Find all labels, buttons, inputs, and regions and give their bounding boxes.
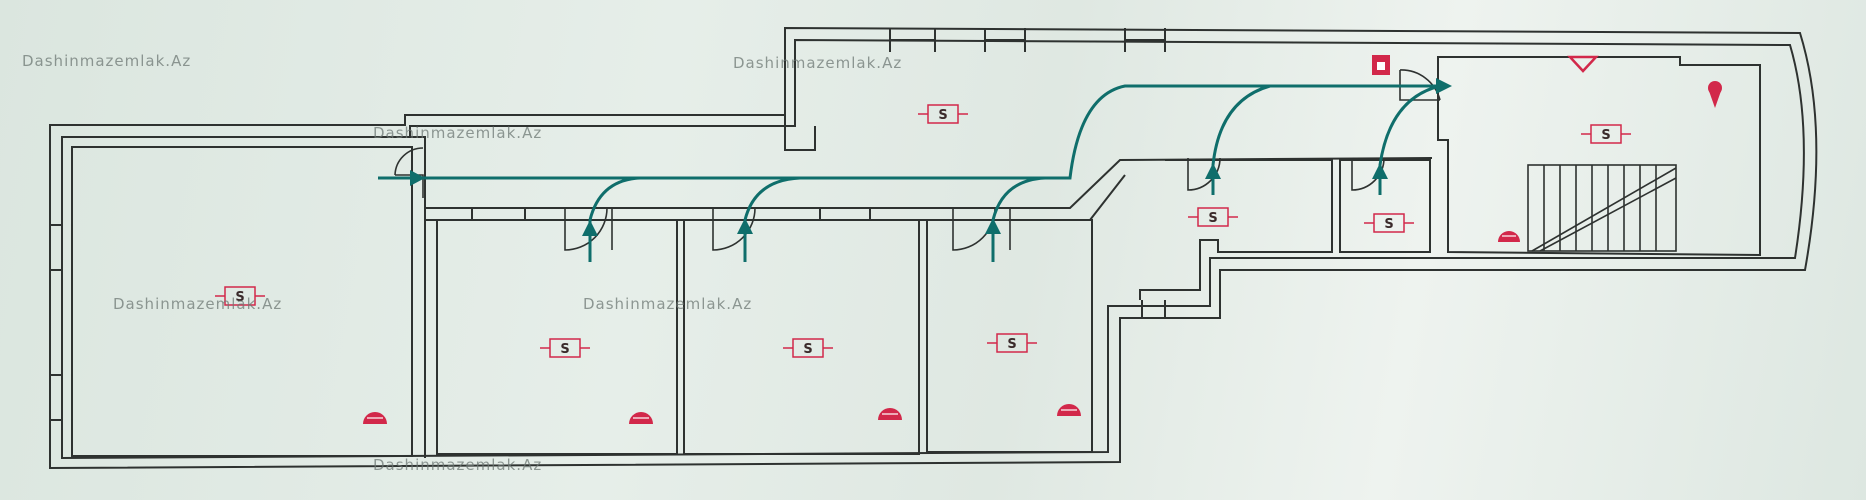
room-symbol-label: S bbox=[1384, 217, 1393, 232]
room-symbol-label: S bbox=[560, 342, 569, 357]
watermark-text: Dashinmazemlak.Az bbox=[373, 456, 543, 474]
room-symbol-label: S bbox=[1208, 211, 1217, 226]
room-symbol-s bbox=[1364, 213, 1414, 233]
room-symbol-s bbox=[1581, 124, 1631, 144]
room-symbol-label: S bbox=[1601, 128, 1610, 143]
door-swings bbox=[394, 69, 1441, 251]
room-symbol-s bbox=[540, 338, 590, 358]
outer-walls bbox=[49, 26, 1818, 470]
room-symbol-labels: S S S S S S S S bbox=[235, 108, 1610, 357]
watermark-text: Dashinmazemlak.Az bbox=[373, 124, 543, 142]
watermark-text: Dashinmazemlak.Az bbox=[583, 295, 753, 313]
room-symbol-s bbox=[918, 104, 968, 124]
extinguisher-icon bbox=[1372, 55, 1390, 75]
watermark-text: Dashinmazemlak.Az bbox=[733, 54, 903, 72]
location-pin-icon bbox=[1708, 81, 1722, 108]
interior-walls bbox=[49, 28, 1761, 458]
watermark-text: Dashinmazemlak.Az bbox=[113, 295, 283, 313]
room-symbol-label: S bbox=[235, 290, 244, 305]
room-symbols bbox=[215, 104, 1631, 358]
evacuation-route-arrow bbox=[410, 78, 1452, 236]
warning-triangle-icon bbox=[1567, 55, 1599, 73]
room-symbol-s bbox=[1188, 207, 1238, 227]
evacuation-route bbox=[378, 84, 1441, 262]
watermark-text: Dashinmazemlak.Az bbox=[22, 52, 192, 70]
room-symbol-s bbox=[987, 333, 1037, 353]
fire-alarm-icons bbox=[363, 231, 1520, 424]
room-symbol-s bbox=[215, 286, 265, 306]
room-symbol-label: S bbox=[1007, 337, 1016, 352]
room-symbol-s bbox=[783, 338, 833, 358]
staircase bbox=[1527, 164, 1677, 252]
room-symbol-label: S bbox=[803, 342, 812, 357]
room-symbol-label: S bbox=[938, 108, 947, 123]
fire-alarm-icon-details bbox=[367, 235, 1516, 419]
